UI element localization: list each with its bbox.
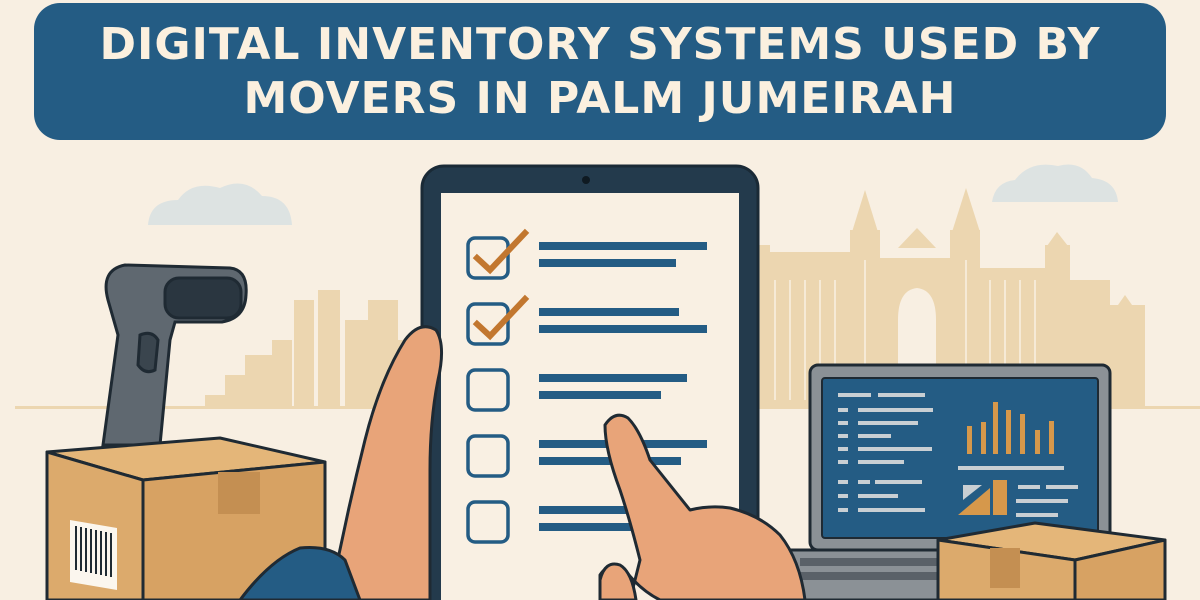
chart-bar [967,426,972,454]
hand-icon [238,325,443,600]
chart-bar [1006,410,1011,454]
text-line-placeholder [539,242,707,250]
chart-bar [1035,430,1040,454]
cardboard-box-icon [936,521,1167,600]
laptop-icon [808,363,1112,552]
checkbox-icon[interactable] [466,368,510,412]
title-line-2: MOVERS IN PALM JUMEIRAH [243,72,957,124]
bar-chart-icon [967,402,1054,454]
chart-bar [1020,414,1025,454]
checklist-item[interactable] [466,294,707,346]
checkmark-icon [472,294,530,341]
checklist-item[interactable] [466,500,684,544]
text-line-placeholder [539,374,687,382]
text-line-placeholder [539,259,676,267]
checkbox-icon[interactable] [466,500,510,544]
checkbox-icon[interactable] [466,434,510,478]
barcode-scanner-icon [101,263,248,447]
checkbox-icon[interactable] [466,236,510,280]
text-line-placeholder [539,325,707,333]
hand-icon [598,413,807,600]
title-line-1: DIGITAL INVENTORY SYSTEMS USED BY [99,18,1101,70]
chart-bar [981,422,986,454]
text-line-placeholder [539,523,684,531]
chart-bar [993,402,998,454]
chart-bar [1049,421,1054,454]
text-line-placeholder [539,308,679,316]
text-line-placeholder [539,391,661,399]
checkbox-icon[interactable] [466,302,510,346]
title-banner: DIGITAL INVENTORY SYSTEMS USED BY MOVERS… [34,3,1166,140]
checkmark-icon [472,228,530,275]
checklist-item[interactable] [466,228,707,280]
cloud-icon [148,183,292,225]
text-line-placeholder [539,506,684,514]
checklist-item[interactable] [466,368,687,412]
cloud-icon [992,164,1118,202]
barcode-icon [70,520,117,590]
